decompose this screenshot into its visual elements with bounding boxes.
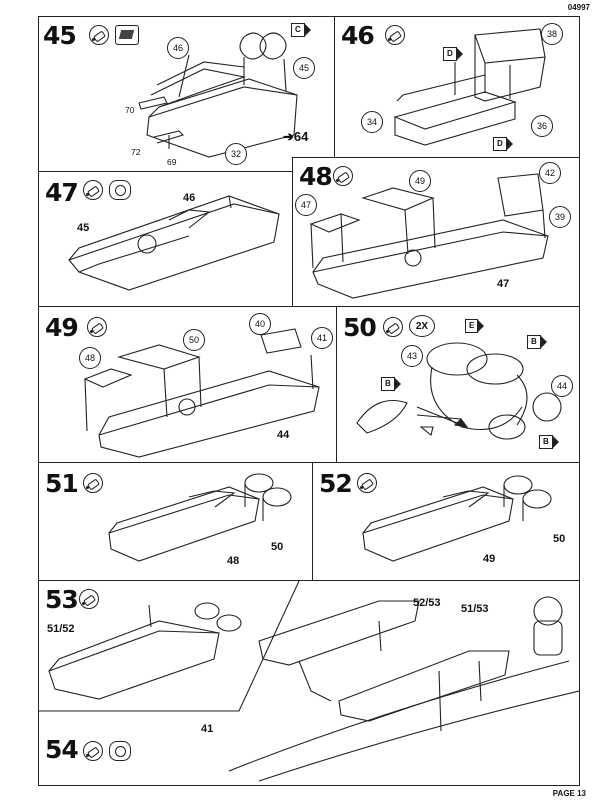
- part-callout: 38: [541, 23, 563, 45]
- glue-icon: [385, 25, 405, 45]
- part-label: 50: [271, 541, 284, 553]
- part-label: 46: [183, 192, 196, 204]
- glue-icon: [89, 25, 109, 45]
- part-callout: 49: [409, 170, 431, 192]
- next-step-label: 64: [293, 129, 309, 144]
- alignment-tag: B: [539, 435, 559, 449]
- step-number: 53: [45, 585, 79, 614]
- part-callout: 36: [531, 115, 553, 137]
- alignment-tag: B: [527, 335, 547, 349]
- part-callout: 50: [183, 329, 205, 351]
- step-50-drawing: [356, 342, 562, 440]
- step-number: 46: [341, 21, 375, 50]
- step-46-drawing: [393, 28, 546, 146]
- part-label: 72: [131, 147, 141, 157]
- part-callout: 47: [295, 194, 317, 216]
- paint-icon: [109, 180, 131, 200]
- step-48-drawing: [309, 173, 549, 299]
- step-number: 50: [343, 313, 377, 342]
- part-label: 52/53: [413, 597, 441, 609]
- part-callout: 44: [551, 375, 573, 397]
- step-52-drawing: [362, 475, 552, 562]
- step-49-panel: 49 50 40 41 48 44: [38, 306, 338, 464]
- part-callout: 42: [539, 162, 561, 184]
- part-label: 47: [497, 278, 510, 290]
- glue-icon: [79, 589, 99, 609]
- part-callout: 40: [249, 313, 271, 335]
- step-48-panel: 48 49 42 47 39 47: [292, 157, 580, 307]
- alignment-tag: D: [443, 47, 463, 61]
- step-53-54-panel: 53 51/52 54 52/53 51/53 41: [38, 580, 580, 786]
- part-label: 44: [277, 429, 290, 441]
- alignment-tag: D: [493, 137, 513, 151]
- glue-icon: [357, 473, 377, 493]
- part-callout: 46: [167, 37, 189, 59]
- step-number: 49: [45, 313, 79, 342]
- part-callout: 32: [225, 143, 247, 165]
- decal-icon: [115, 25, 139, 45]
- step-45-drawing: [138, 32, 298, 158]
- glue-icon: [333, 166, 353, 186]
- step-47-panel: 47 45 46: [38, 171, 294, 307]
- paint-icon: [109, 741, 131, 761]
- step-number: 54: [45, 735, 79, 764]
- step-52-panel: 52 49 50: [312, 462, 580, 582]
- alignment-tag: B: [381, 377, 401, 391]
- part-label: 49: [483, 553, 496, 565]
- part-label: 70: [125, 105, 135, 115]
- alignment-tag: E: [465, 319, 485, 333]
- glue-icon: [83, 180, 103, 200]
- step-50-panel: 50 2X 43 44 E B B B: [336, 306, 580, 464]
- part-callout: 34: [361, 111, 383, 133]
- step-number: 47: [45, 178, 79, 207]
- step-number: 48: [299, 162, 333, 191]
- glue-icon: [383, 317, 403, 337]
- page-number: PAGE 13: [552, 789, 586, 798]
- step-number: 45: [43, 21, 77, 50]
- glue-icon: [83, 473, 103, 493]
- part-label: 69: [167, 157, 177, 167]
- multiplier-badge: 2X: [409, 315, 435, 337]
- part-label: 50: [553, 533, 566, 545]
- alignment-tag: C: [291, 23, 311, 37]
- part-callout: 41: [311, 327, 333, 349]
- step-51-panel: 51 48 50: [38, 462, 314, 582]
- step-53-54-drawing: [39, 581, 579, 782]
- kit-code: 04997: [567, 3, 590, 12]
- part-callout: 39: [549, 206, 571, 228]
- step-49-drawing: [83, 328, 320, 458]
- part-label: 51/52: [47, 623, 75, 635]
- next-step-arrow: ➔64: [283, 129, 309, 144]
- part-label: 45: [77, 222, 90, 234]
- part-callout: 45: [293, 57, 315, 79]
- part-label: 48: [227, 555, 240, 567]
- step-45-panel: 45 46 45 C 70 72 69 32 ➔64: [38, 16, 336, 172]
- part-label: 51/53: [461, 603, 489, 615]
- step-47-drawing: [68, 195, 280, 291]
- step-51-drawing: [108, 473, 292, 562]
- step-number: 52: [319, 469, 353, 498]
- part-callout: 48: [79, 347, 101, 369]
- part-label: 41: [201, 723, 214, 735]
- step-number: 51: [45, 469, 79, 498]
- step-46-panel: 46 38 34 36 D D: [334, 16, 580, 172]
- part-callout: 43: [401, 345, 423, 367]
- glue-icon: [87, 317, 107, 337]
- glue-icon: [83, 741, 103, 761]
